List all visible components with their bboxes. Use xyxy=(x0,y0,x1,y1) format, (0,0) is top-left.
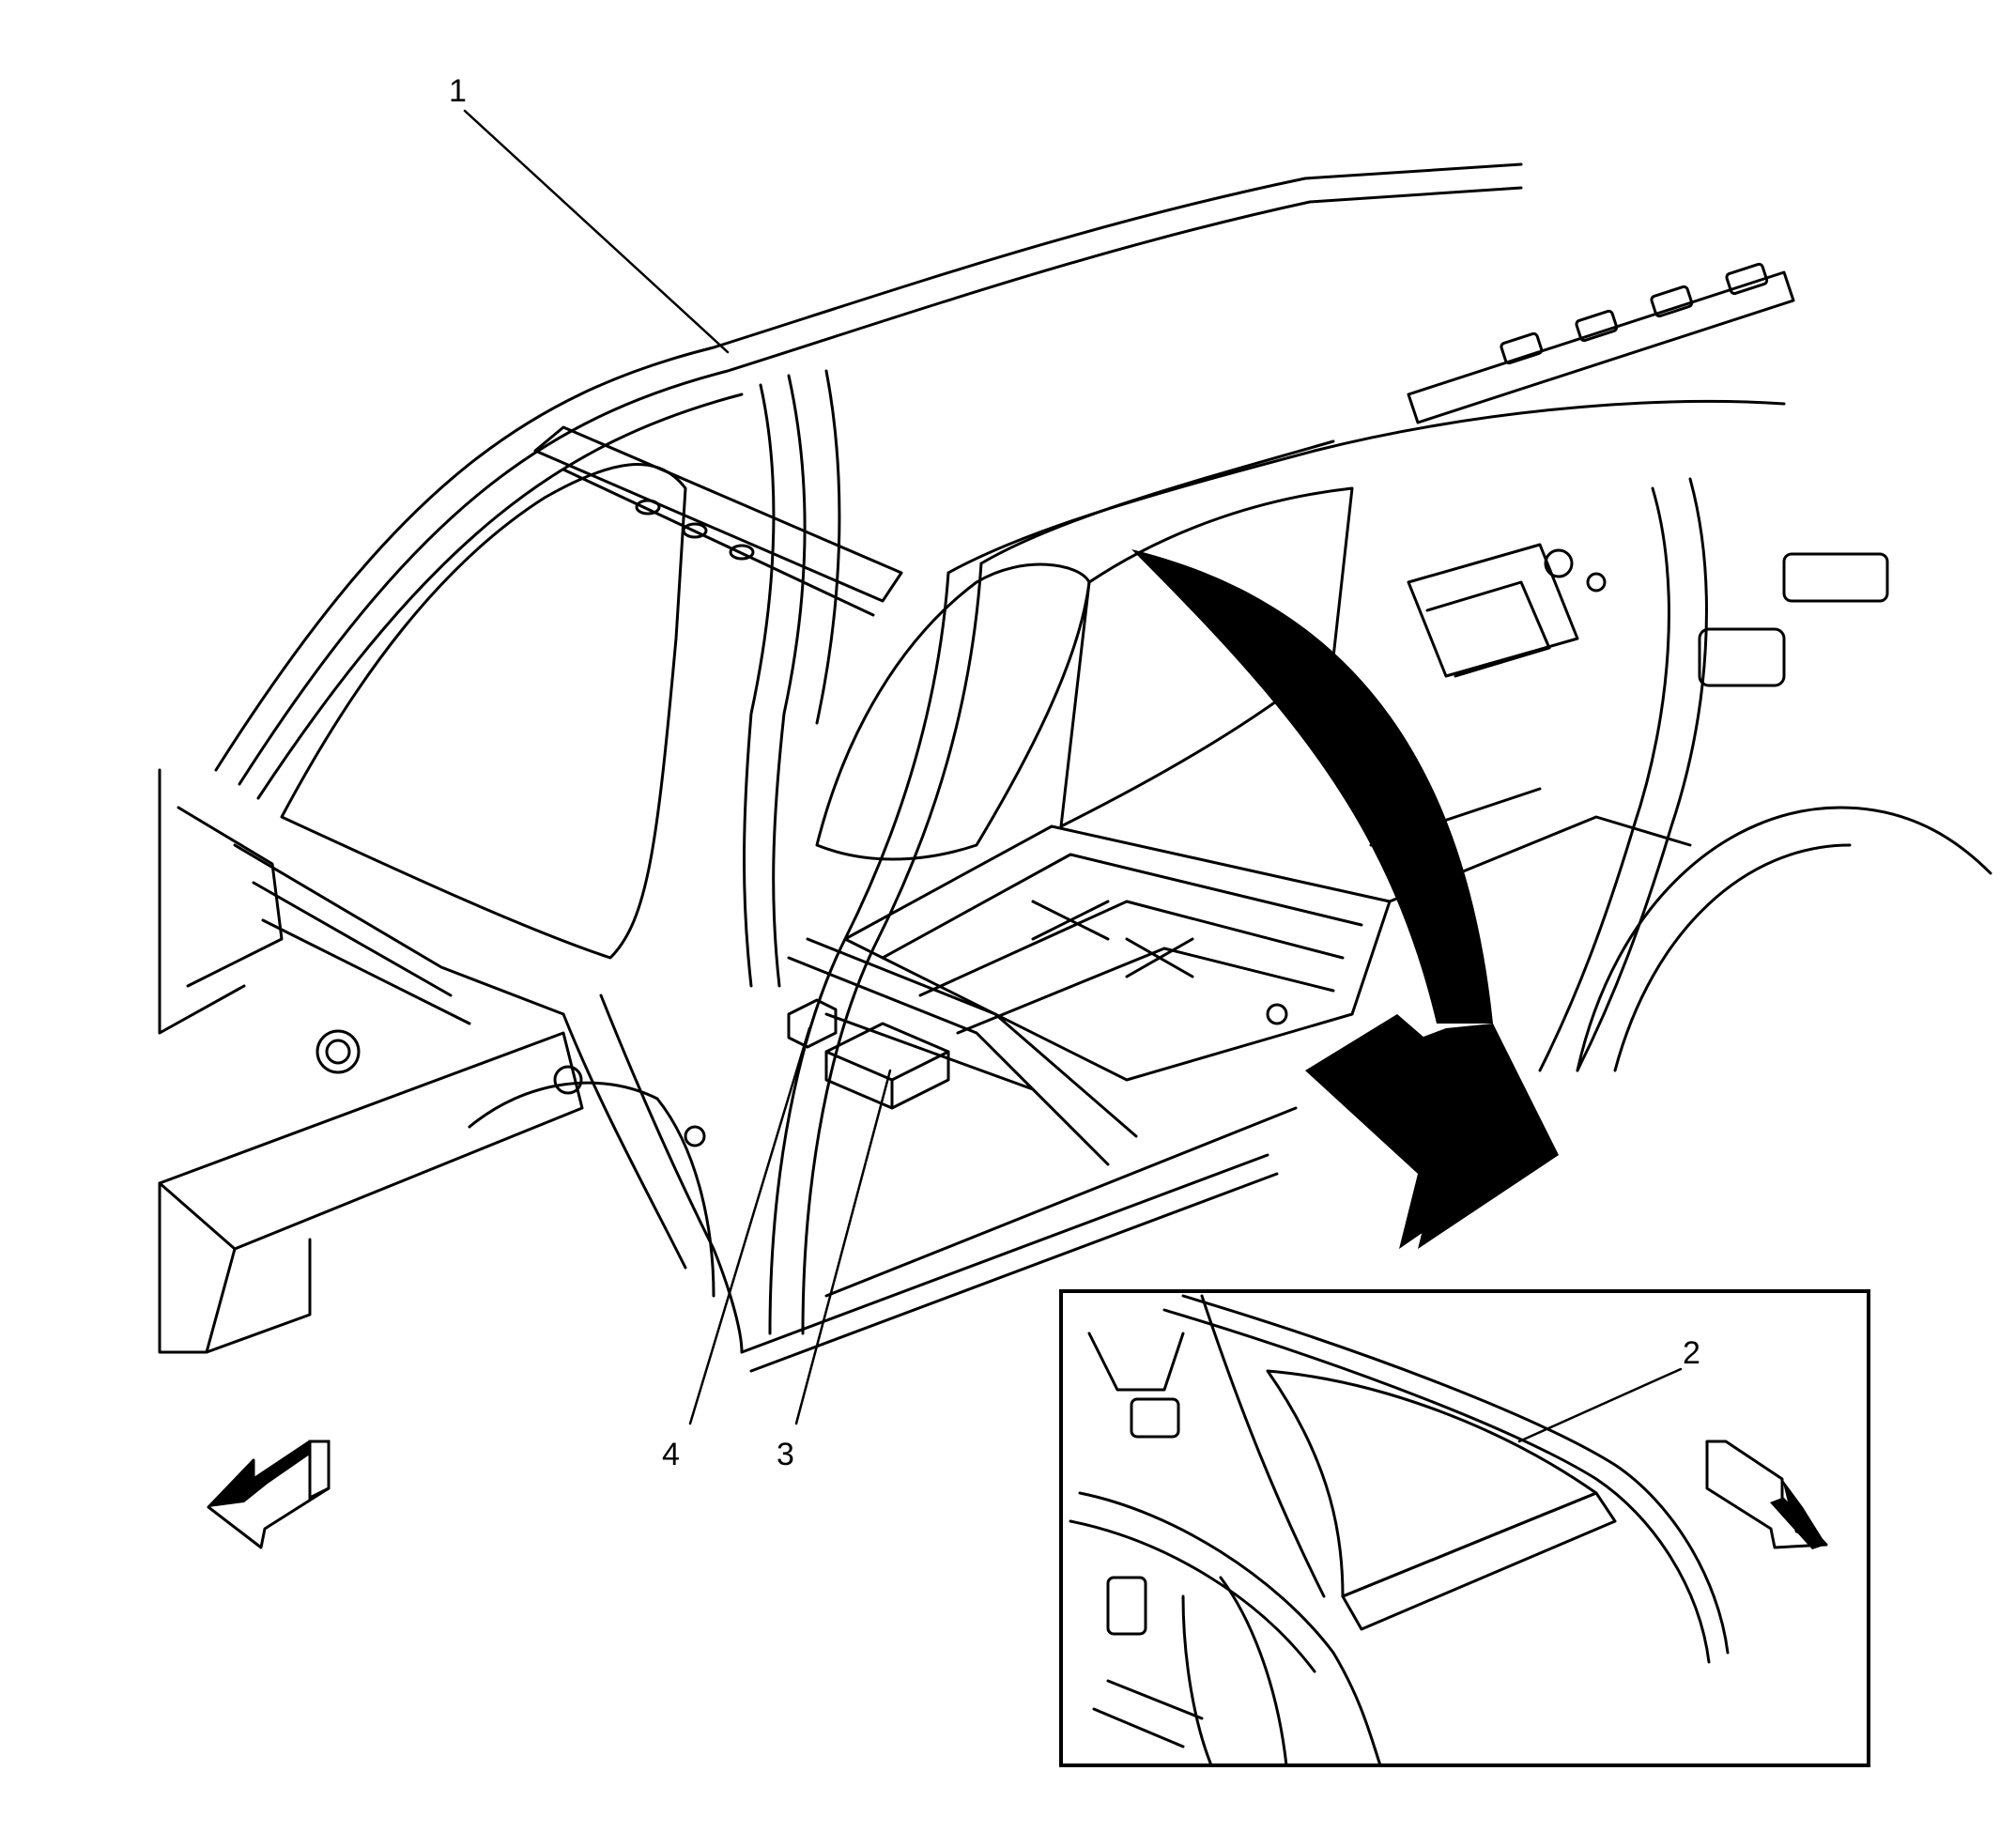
front-rail xyxy=(158,1031,584,1251)
leader-lines xyxy=(463,109,1683,1443)
rocker-sill xyxy=(740,1153,1269,1354)
body-structure-illustration xyxy=(158,162,1992,1373)
inset-frame xyxy=(1059,1289,1870,1767)
leader-line-4 xyxy=(688,1026,811,1425)
callout-1: 1 xyxy=(449,73,467,109)
module-box xyxy=(824,1022,950,1110)
bracket xyxy=(787,998,838,1049)
windshield-opening xyxy=(280,463,687,960)
rear-wheelhouse xyxy=(1576,806,1992,1072)
inset-roof-rail xyxy=(1181,1294,1730,1655)
front-direction-arrow-icon xyxy=(207,1440,331,1549)
leader-line-3 xyxy=(794,1069,892,1425)
rear-roof-bow xyxy=(1407,270,1795,424)
a-pillar xyxy=(743,383,776,988)
rear-direction-arrow-icon xyxy=(1705,1440,1828,1549)
front-wheelhouse xyxy=(468,1081,715,1298)
inset-window-opening xyxy=(1266,1369,1598,1598)
leader-line-2 xyxy=(1517,1367,1683,1443)
floor-pan xyxy=(843,824,1392,1082)
c-pillar xyxy=(1538,486,1670,1072)
roof-rail-outer xyxy=(214,162,1523,772)
front-header-panel xyxy=(533,425,903,603)
callout-4: 4 xyxy=(662,1437,680,1472)
callout-3: 3 xyxy=(777,1437,794,1472)
callout-2: 2 xyxy=(1683,1335,1700,1371)
b-pillar xyxy=(768,571,950,1335)
roof-rail-inner xyxy=(238,186,1523,786)
cowl xyxy=(233,843,565,1016)
leader-line-1 xyxy=(463,109,730,354)
hinge-pillar xyxy=(599,993,744,1354)
inset-detail-view xyxy=(1059,1289,1870,1767)
inset-c-pillar xyxy=(1200,1294,1326,1598)
